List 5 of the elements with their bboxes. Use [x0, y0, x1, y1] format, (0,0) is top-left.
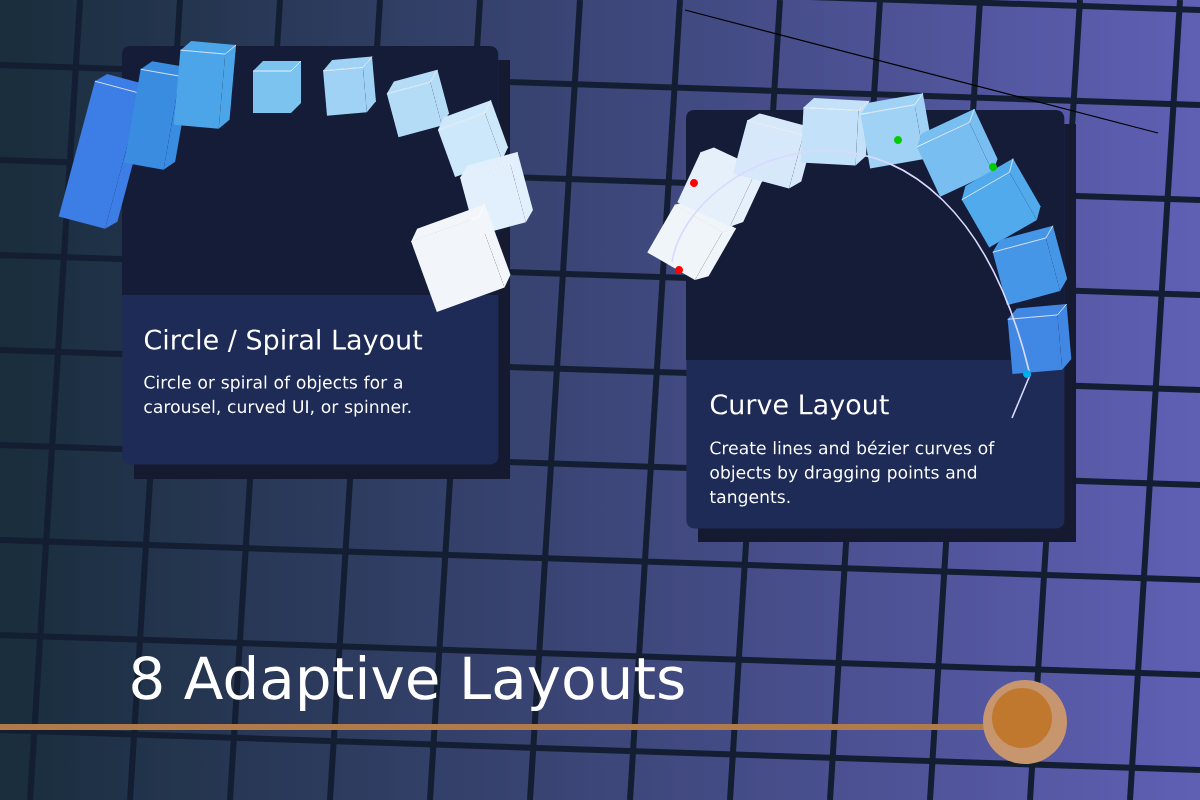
card-heading: Curve Layout	[710, 394, 889, 420]
card-description: Circle or spiral of objects for a carousel, curved UI, or spinner.	[144, 375, 411, 417]
title: 8 Adaptive Layouts	[132, 654, 684, 712]
card-heading: Circle / Spiral Layout	[144, 328, 423, 356]
card-description: Create lines and bézier curves of objects by dragging points and tangents.	[709, 440, 995, 507]
